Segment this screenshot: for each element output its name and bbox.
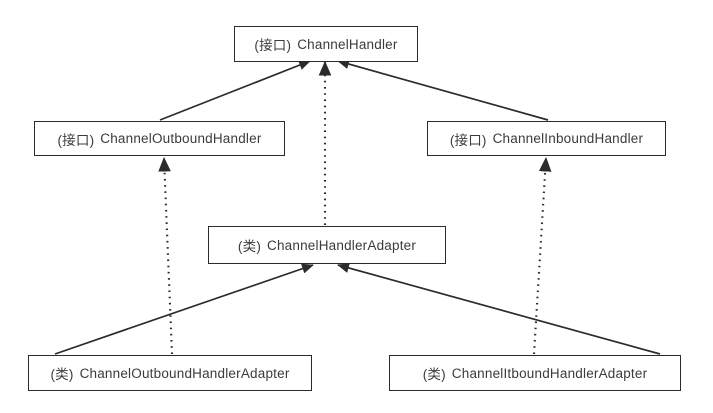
node-channel-outbound-handler-adapter-label: ChannelOutboundHandlerAdapter — [79, 365, 290, 381]
node-channel-inbound-handler-adapter[interactable]: (类) ChannelItboundHandlerAdapter — [389, 355, 681, 391]
node-channel-handler-label: ChannelHandler — [297, 36, 398, 52]
node-channel-inbound-handler-adapter-stereotype: (类) — [422, 367, 446, 382]
node-channel-inbound-handler-adapter-label: ChannelItboundHandlerAdapter — [451, 365, 648, 381]
node-channel-outbound-handler-adapter[interactable]: (类) ChannelOutboundHandlerAdapter — [28, 355, 312, 391]
node-channel-outbound-handler-adapter-stereotype: (类) — [50, 367, 74, 382]
node-channel-handler-adapter-stereotype: (类) — [237, 239, 262, 254]
node-channel-inbound-handler-stereotype: (接口) — [449, 132, 487, 148]
node-channel-handler-adapter[interactable]: (类) ChannelHandlerAdapter — [208, 226, 446, 264]
node-channel-handler-adapter-label: ChannelHandlerAdapter — [267, 237, 417, 253]
node-channel-outbound-handler[interactable]: (接口) ChannelOutboundHandler — [34, 121, 285, 156]
node-channel-inbound-handler-label: ChannelInboundHandler — [492, 131, 644, 146]
node-channel-handler[interactable]: (接口) ChannelHandler — [234, 26, 418, 62]
node-channel-inbound-handler[interactable]: (接口) ChannelInboundHandler — [427, 121, 666, 156]
node-channel-outbound-handler-label: ChannelOutboundHandler — [100, 131, 262, 146]
edge-outbound-adapter-to-outbound — [158, 156, 174, 355]
edge-outbound-to-handler — [159, 60, 311, 121]
node-channel-handler-stereotype: (接口) — [254, 38, 292, 53]
node-channel-outbound-handler-stereotype: (接口) — [57, 132, 95, 148]
edge-inbound-to-handler — [337, 59, 549, 121]
edge-outbound-adapter-to-adapter — [54, 263, 314, 355]
edge-inbound-adapter-to-adapter — [337, 262, 661, 355]
edge-inbound-adapter-to-inbound — [532, 156, 552, 355]
